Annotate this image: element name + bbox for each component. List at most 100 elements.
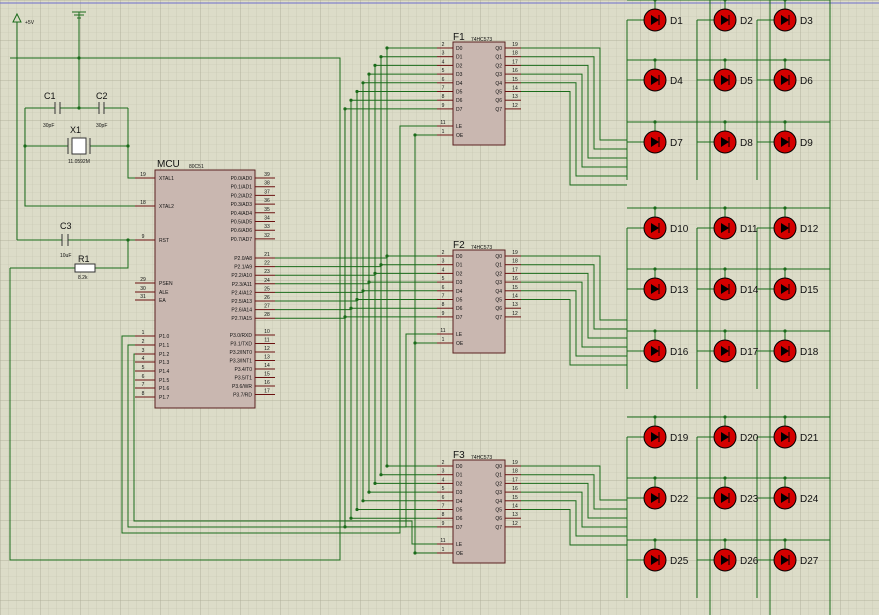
mcu-pin-num: 39 — [264, 172, 270, 178]
mcu-pin-label: P0.3/AD3 — [231, 202, 253, 208]
latch-pin-label: Q3 — [495, 72, 502, 78]
latch-pin-num: 7 — [442, 86, 445, 92]
led-d12[interactable] — [773, 216, 797, 240]
latch-pin-label: Q5 — [495, 508, 502, 514]
latch-output-wire — [521, 509, 627, 546]
latch-pin-label: Q6 — [495, 306, 502, 312]
latch-pin-label: Q7 — [495, 525, 502, 531]
mcu-pin-num: 2 — [142, 339, 145, 345]
led-d9[interactable] — [773, 130, 797, 154]
led-d23[interactable] — [713, 486, 737, 510]
latch-pin-num: 17 — [512, 477, 518, 483]
led-d19[interactable] — [643, 425, 667, 449]
led-d22[interactable] — [643, 486, 667, 510]
latch-pin-num: 16 — [512, 68, 518, 74]
led-d17[interactable] — [713, 339, 737, 363]
led-d24[interactable] — [773, 486, 797, 510]
latch-pin-num: 2 — [442, 460, 445, 466]
latch-enable-wire — [121, 125, 437, 534]
latch-pin-num: 5 — [442, 68, 445, 74]
latch-pin-label: D6 — [456, 516, 463, 522]
led-label: D6 — [800, 76, 813, 87]
latch-output-wire — [521, 465, 627, 501]
led-d3[interactable] — [773, 8, 797, 32]
led-d5[interactable] — [713, 68, 737, 92]
latch-pin-num: 15 — [512, 77, 518, 83]
latch-pin-num: 14 — [512, 504, 518, 510]
latch-pin-label: Q3 — [495, 490, 502, 496]
junction-dot — [653, 206, 657, 210]
latch-pin-label: Q4 — [495, 499, 502, 505]
latch-pin-label: D3 — [456, 72, 463, 78]
latch-output-wire — [521, 272, 627, 339]
latch-pin-num: 1 — [442, 547, 445, 553]
latch-pin-label: OE — [456, 133, 464, 139]
led-d25[interactable] — [643, 548, 667, 572]
led-label: D19 — [670, 433, 689, 444]
led-d14[interactable] — [713, 277, 737, 301]
led-d27[interactable] — [773, 548, 797, 572]
latch-pin-num: 16 — [512, 486, 518, 492]
mcu-pin-label: P1.6 — [159, 386, 170, 392]
latch-pin-num: 1 — [442, 129, 445, 135]
mcu-pin-num: 12 — [264, 346, 270, 352]
junction-dot — [361, 289, 365, 293]
led-diode-symbol — [781, 284, 789, 294]
led-d26[interactable] — [713, 548, 737, 572]
ground-rail — [9, 57, 341, 561]
led-d21[interactable] — [773, 425, 797, 449]
latch-chip-f2[interactable] — [452, 249, 506, 354]
led-d15[interactable] — [773, 277, 797, 301]
led-d16[interactable] — [643, 339, 667, 363]
mcu-pin-label: P0.4/AD4 — [231, 211, 253, 217]
latch-pin-num: 12 — [512, 103, 518, 109]
junction-dot — [723, 120, 727, 124]
junction-dot — [783, 58, 787, 62]
led-d13[interactable] — [643, 277, 667, 301]
mcu-pin-num: 38 — [264, 181, 270, 187]
latch-output-wire — [521, 82, 627, 177]
power-label: +5V — [25, 20, 35, 26]
led-d20[interactable] — [713, 425, 737, 449]
led-d18[interactable] — [773, 339, 797, 363]
led-d11[interactable] — [713, 216, 737, 240]
mcu-pin-num: 33 — [264, 224, 270, 230]
latch-chip-f3[interactable] — [452, 459, 506, 564]
junction-dot — [361, 81, 365, 85]
led-d4[interactable] — [643, 68, 667, 92]
junction-dot — [349, 98, 353, 102]
mcu-pin-label: P0.2/AD2 — [231, 193, 253, 199]
latch-pin-num: 13 — [512, 302, 518, 308]
led-diode-symbol — [721, 75, 729, 85]
led-diode-symbol — [721, 493, 729, 503]
latch-pin-label: Q4 — [495, 289, 502, 295]
mcu-pin-num: 7 — [142, 382, 145, 388]
junction-dot — [783, 120, 787, 124]
resistor-r1[interactable] — [74, 263, 96, 273]
led-label: D5 — [740, 76, 753, 87]
junction-dot — [367, 280, 371, 284]
mcu-pin-label: P1.3 — [159, 360, 170, 366]
led-label: D11 — [740, 224, 758, 235]
mcu-pin-num: 30 — [140, 286, 146, 292]
junction-dot — [367, 72, 371, 76]
led-d8[interactable] — [713, 130, 737, 154]
led-label: D24 — [800, 494, 819, 505]
mcu-pin-label: P2.3/A11 — [232, 282, 252, 288]
led-d7[interactable] — [643, 130, 667, 154]
latch-pin-num: 13 — [512, 94, 518, 100]
junction-dot — [379, 473, 383, 477]
latch-pin-label: D1 — [456, 473, 463, 479]
crystal-x1[interactable] — [71, 137, 87, 155]
led-d10[interactable] — [643, 216, 667, 240]
led-d1[interactable] — [643, 8, 667, 32]
latch-chip-f1[interactable] — [452, 41, 506, 146]
led-d2[interactable] — [713, 8, 737, 32]
mcu-chip[interactable] — [154, 169, 256, 409]
latch-pin-num: 7 — [442, 504, 445, 510]
latch-pin-label: D2 — [456, 481, 463, 487]
latch-pin-label: Q7 — [495, 315, 502, 321]
latch-enable-wire — [133, 353, 437, 545]
led-d6[interactable] — [773, 68, 797, 92]
